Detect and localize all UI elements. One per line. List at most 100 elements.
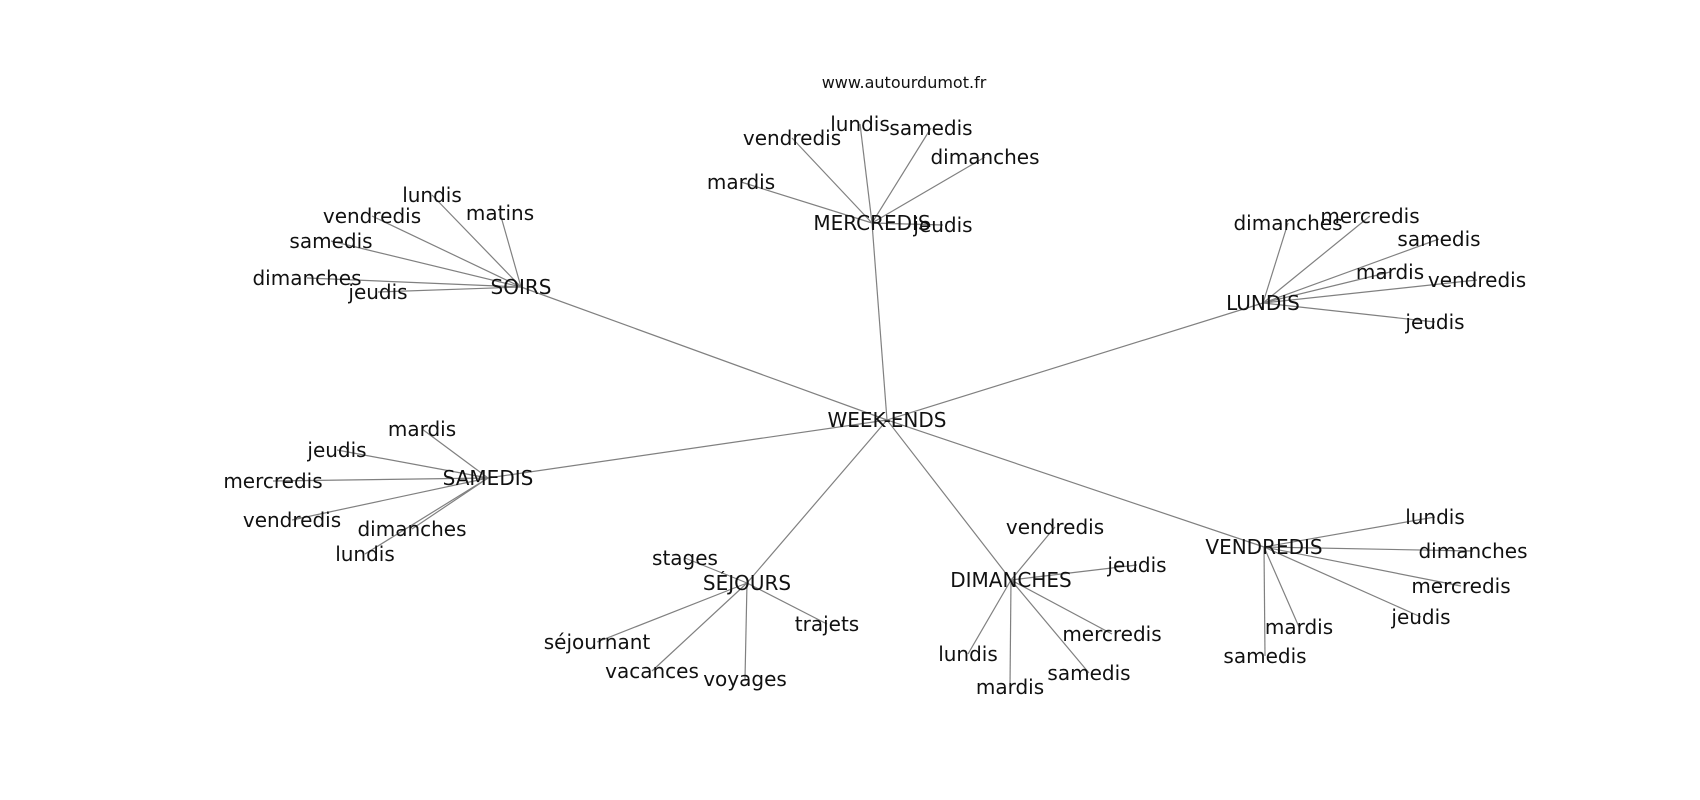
leaf-node-sejours-1: trajets bbox=[795, 612, 859, 636]
leaf-node-lundis-1: mercredis bbox=[1320, 204, 1419, 228]
edge-samedis-2 bbox=[272, 477, 489, 482]
edge-lundis-0 bbox=[1262, 222, 1289, 304]
edge-soirs-4 bbox=[306, 277, 522, 288]
edge-mercredis-5 bbox=[871, 222, 944, 226]
leaf-node-vendredis-3: jeudis bbox=[1390, 605, 1450, 629]
leaf-node-dimanches-3: lundis bbox=[938, 642, 998, 666]
edge-vendredis-0 bbox=[1263, 516, 1436, 548]
edge-sejours-0 bbox=[684, 557, 748, 584]
edge-sejours-1 bbox=[746, 582, 828, 625]
edge-vendredis-3 bbox=[1263, 546, 1422, 618]
edge-dimanches-1 bbox=[1010, 564, 1138, 581]
leaf-node-samedis-4: dimanches bbox=[357, 517, 466, 541]
edge-soirs-2 bbox=[371, 215, 522, 288]
edge-soirs-5 bbox=[377, 286, 522, 293]
leaf-node-dimanches-5: mardis bbox=[976, 675, 1044, 699]
edge-vendredis-1 bbox=[1263, 546, 1474, 552]
edge-samedis-3 bbox=[291, 477, 489, 521]
edge-lundis-2 bbox=[1262, 238, 1440, 304]
leaf-node-vendredis-0: lundis bbox=[1405, 505, 1465, 529]
leaf-node-lundis-5: jeudis bbox=[1404, 310, 1464, 334]
edge-sejours-3 bbox=[651, 582, 748, 672]
leaf-node-soirs-3: samedis bbox=[289, 229, 372, 253]
edge-vendredis-5 bbox=[1263, 546, 1266, 657]
edge-samedis-0 bbox=[421, 428, 489, 479]
edge-root-vendredis bbox=[886, 419, 1265, 548]
edge-sejours-2 bbox=[596, 582, 748, 643]
edge-lundis-5 bbox=[1262, 302, 1436, 323]
leaf-node-samedis-3: vendredis bbox=[243, 508, 341, 532]
hub-node-mercredis: MERCREDIS bbox=[813, 211, 930, 235]
edge-lundis-4 bbox=[1262, 279, 1478, 304]
leaf-node-vendredis-4: mardis bbox=[1265, 615, 1333, 639]
leaf-node-mercredis-2: samedis bbox=[889, 116, 972, 140]
site-credit: www.autourdumot.fr bbox=[822, 73, 987, 92]
edge-dimanches-2 bbox=[1010, 579, 1113, 635]
edge-root-samedis bbox=[487, 419, 888, 479]
edge-soirs-3 bbox=[330, 240, 522, 288]
edge-soirs-1 bbox=[499, 212, 522, 288]
leaf-node-soirs-1: matins bbox=[466, 201, 534, 225]
root-node-label: WEEK-ENDS bbox=[828, 408, 947, 432]
edge-root-sejours bbox=[746, 419, 888, 584]
edge-lundis-1 bbox=[1262, 215, 1371, 304]
leaf-node-mercredis-0: vendredis bbox=[743, 126, 841, 150]
leaf-node-vendredis-1: dimanches bbox=[1418, 539, 1527, 563]
leaf-node-sejours-2: séjournant bbox=[544, 630, 651, 654]
edge-mercredis-4 bbox=[740, 181, 873, 224]
leaf-node-vendredis-2: mercredis bbox=[1411, 574, 1510, 598]
edge-sejours-4 bbox=[744, 582, 748, 680]
edge-lundis-3 bbox=[1262, 271, 1391, 304]
leaf-node-soirs-5: jeudis bbox=[347, 280, 407, 304]
leaf-node-lundis-3: mardis bbox=[1356, 260, 1424, 284]
edge-root-lundis bbox=[886, 302, 1264, 421]
edge-soirs-0 bbox=[431, 194, 522, 288]
leaf-node-sejours-4: voyages bbox=[703, 667, 787, 691]
leaf-node-lundis-4: vendredis bbox=[1428, 268, 1526, 292]
edge-samedis-1 bbox=[336, 449, 489, 479]
hub-node-soirs: SOIRS bbox=[491, 275, 552, 299]
leaf-node-dimanches-4: samedis bbox=[1047, 661, 1130, 685]
hub-node-vendredis: VENDREDIS bbox=[1205, 535, 1322, 559]
leaf-node-samedis-2: mercredis bbox=[223, 469, 322, 493]
leaf-node-mercredis-1: lundis bbox=[830, 112, 890, 136]
edge-mercredis-2 bbox=[871, 127, 932, 224]
edge-dimanches-5 bbox=[1009, 579, 1012, 688]
edge-vendredis-2 bbox=[1263, 546, 1462, 587]
edge-samedis-5 bbox=[364, 477, 489, 555]
leaf-node-vendredis-5: samedis bbox=[1223, 644, 1306, 668]
leaf-node-samedis-5: lundis bbox=[335, 542, 395, 566]
edge-root-soirs bbox=[520, 286, 888, 421]
leaf-node-dimanches-0: vendredis bbox=[1006, 515, 1104, 539]
leaf-node-mercredis-5: jeudis bbox=[912, 213, 972, 237]
hub-node-samedis: SAMEDIS bbox=[443, 466, 534, 490]
graph-labels: WEEK-ENDSSOIRSlundismatinsvendredissamed… bbox=[223, 112, 1527, 699]
leaf-node-soirs-0: lundis bbox=[402, 183, 462, 207]
leaf-node-lundis-2: samedis bbox=[1397, 227, 1480, 251]
edge-mercredis-1 bbox=[859, 123, 873, 224]
edge-root-dimanches bbox=[886, 419, 1012, 581]
leaf-node-dimanches-1: jeudis bbox=[1106, 553, 1166, 577]
leaf-node-sejours-3: vacances bbox=[605, 659, 699, 683]
leaf-node-soirs-2: vendredis bbox=[323, 204, 421, 228]
hub-node-sejours: SÉJOURS bbox=[703, 571, 791, 595]
edge-dimanches-4 bbox=[1010, 579, 1090, 674]
hub-node-dimanches: DIMANCHES bbox=[950, 568, 1072, 592]
leaf-node-samedis-1: jeudis bbox=[306, 438, 366, 462]
graph-edges bbox=[272, 123, 1478, 688]
hub-node-lundis: LUNDIS bbox=[1226, 291, 1300, 315]
edge-root-mercredis bbox=[871, 222, 888, 421]
leaf-node-dimanches-2: mercredis bbox=[1062, 622, 1161, 646]
edge-dimanches-0 bbox=[1010, 526, 1056, 581]
leaf-node-samedis-0: mardis bbox=[388, 417, 456, 441]
edge-mercredis-3 bbox=[871, 156, 986, 224]
leaf-node-mercredis-3: dimanches bbox=[930, 145, 1039, 169]
leaf-node-sejours-0: stages bbox=[652, 546, 718, 570]
leaf-node-mercredis-4: mardis bbox=[707, 170, 775, 194]
edge-mercredis-0 bbox=[791, 137, 873, 224]
leaf-node-soirs-4: dimanches bbox=[252, 266, 361, 290]
edge-vendredis-4 bbox=[1263, 546, 1300, 628]
leaf-node-lundis-0: dimanches bbox=[1233, 211, 1342, 235]
edge-dimanches-3 bbox=[967, 579, 1012, 655]
